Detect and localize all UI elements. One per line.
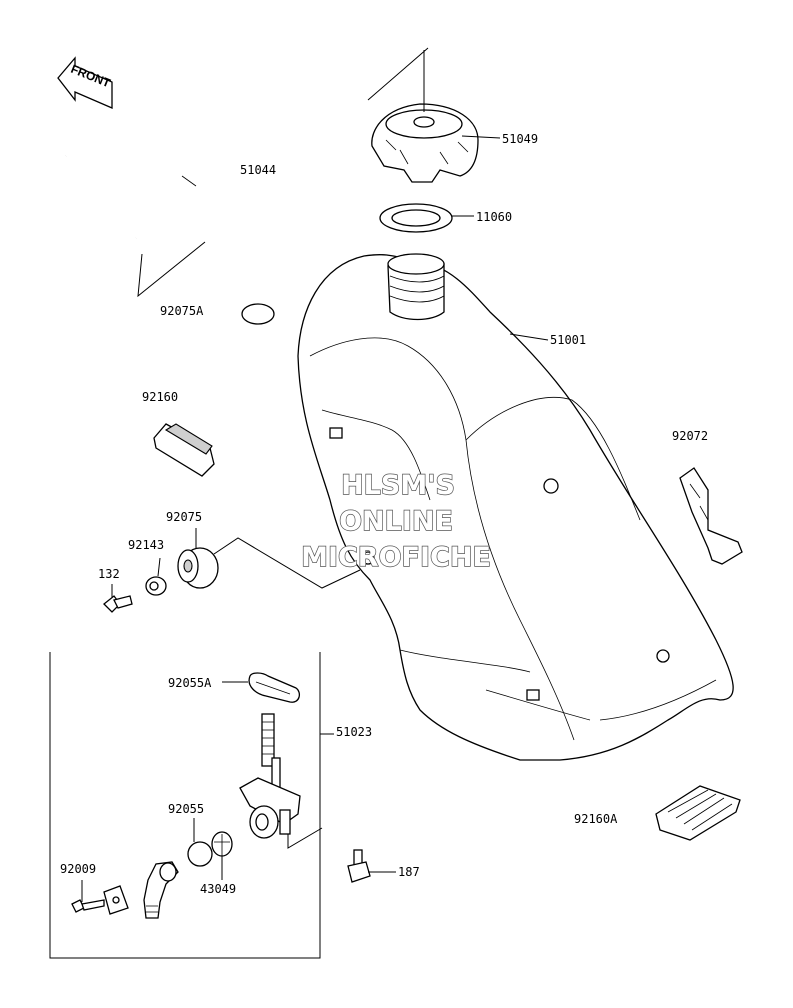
leader-fuel-cock-tank: [287, 827, 323, 849]
part-label-92072[interactable]: 92072: [672, 429, 708, 443]
fuel-tank: [297, 253, 734, 761]
leader-92075A: [137, 241, 206, 298]
lever-43049: [211, 831, 233, 857]
leader-92143: [157, 557, 161, 577]
damper-92160A: [655, 785, 741, 841]
part-label-51001[interactable]: 51001: [550, 333, 586, 347]
damper-rubber-92160: [153, 423, 215, 477]
fuel-cock-group-box: [49, 652, 321, 959]
fuel-cap: [367, 47, 479, 183]
part-label-92160[interactable]: 92160: [142, 390, 178, 404]
part-label-92075A[interactable]: 92075A: [160, 304, 204, 318]
rubber-band-92072: [679, 467, 743, 565]
part-label-43049[interactable]: 43049: [200, 882, 236, 896]
part-label-92055[interactable]: 92055: [168, 802, 204, 816]
bolt-132: [103, 595, 133, 613]
leader-51001: [509, 333, 549, 341]
collar-92143: [145, 576, 167, 596]
part-label-187[interactable]: 187: [398, 865, 420, 879]
screw-92009: [71, 885, 129, 915]
part-label-92160A[interactable]: 92160A: [574, 812, 618, 826]
part-label-92075[interactable]: 92075: [166, 510, 202, 524]
watermark-line-3: MICROFICHE: [301, 542, 491, 573]
breather-hose: [64, 106, 224, 239]
fuel-cock-51023: [239, 713, 301, 839]
part-label-92143[interactable]: 92143: [128, 538, 164, 552]
cap-gasket: [379, 203, 453, 233]
front-arrow-icon: FRONT: [57, 56, 113, 109]
cap-plug-92075A: [241, 303, 275, 325]
part-label-92009[interactable]: 92009: [60, 862, 96, 876]
leader-51049: [461, 135, 501, 139]
part-label-51049[interactable]: 51049: [502, 132, 538, 146]
fuel-cock-lever-assembly: [143, 861, 179, 919]
watermark-line-2: ONLINE: [339, 506, 453, 537]
part-label-92055A[interactable]: 92055A: [168, 676, 212, 690]
bolt-187: [347, 849, 371, 883]
part-label-51044[interactable]: 51044: [240, 163, 276, 177]
leader-92075-tank: [213, 537, 361, 589]
part-label-132[interactable]: 132: [98, 567, 120, 581]
part-label-11060[interactable]: 11060: [476, 210, 512, 224]
damper-92075: [177, 547, 219, 589]
o-ring-92055: [187, 841, 213, 867]
part-label-51023[interactable]: 51023: [336, 725, 372, 739]
watermark-line-1: HLSM'S: [341, 470, 455, 501]
gasket-92055A: [248, 672, 301, 703]
watermark: HLSM'S ONLINE MICROFICHE: [300, 469, 491, 573]
